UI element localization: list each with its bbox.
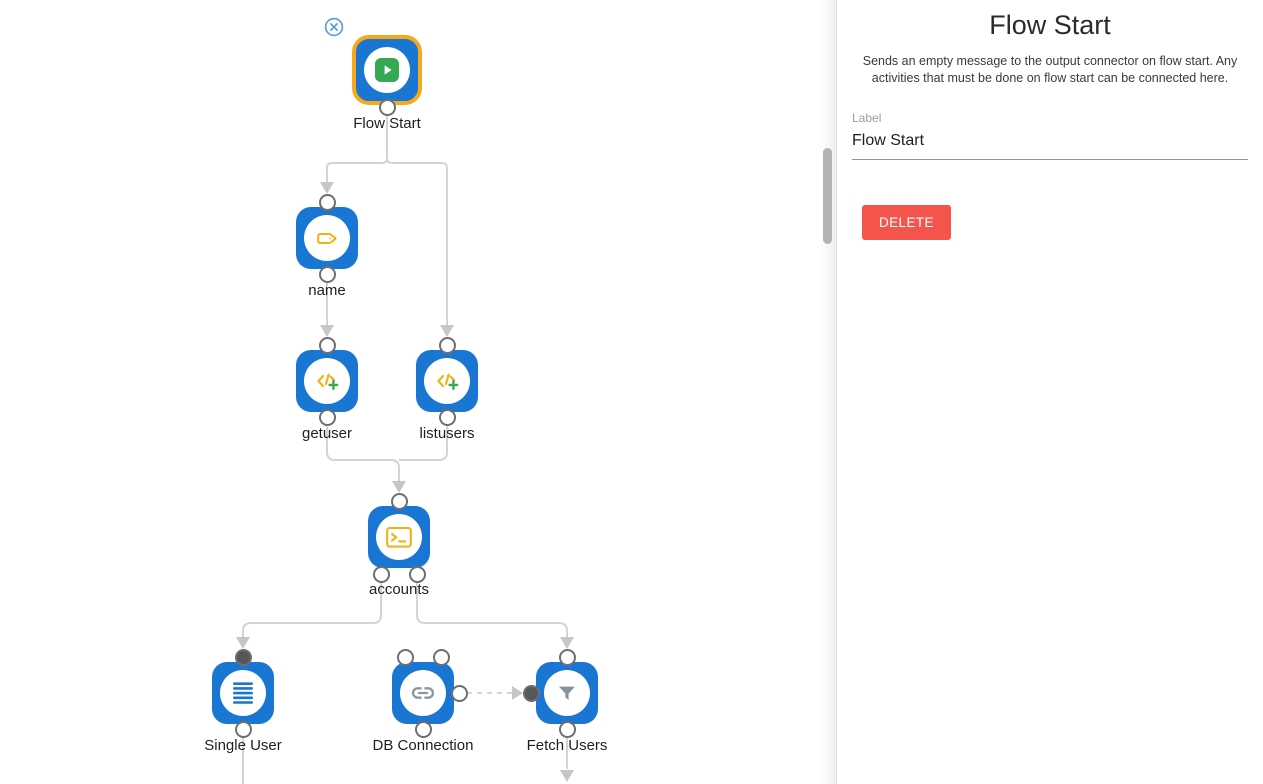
port-listusers-in[interactable] bbox=[438, 336, 456, 354]
delete-button[interactable]: DELETE bbox=[862, 205, 951, 240]
port-db-connection-in-2[interactable] bbox=[432, 648, 450, 666]
node-flow-start[interactable] bbox=[352, 35, 422, 105]
label-field-group: Label bbox=[852, 111, 1248, 160]
panel-title: Flow Start bbox=[989, 10, 1111, 40]
port-getuser-in[interactable] bbox=[318, 336, 336, 354]
edge-arrow-icon bbox=[512, 686, 523, 700]
edge-arrow-icon bbox=[440, 325, 454, 337]
port-db-connection-out[interactable] bbox=[450, 684, 468, 702]
port-name-in[interactable] bbox=[318, 193, 336, 211]
port-fetch-users-in-left[interactable] bbox=[522, 684, 540, 702]
edge-arrow-icon bbox=[392, 481, 406, 493]
flow-canvas[interactable]: Flow Start name bbox=[0, 0, 820, 784]
node-label: listusers bbox=[419, 425, 475, 442]
node-label: getuser bbox=[301, 425, 353, 442]
edge bbox=[326, 425, 400, 481]
port-flow-start-out[interactable] bbox=[378, 98, 396, 116]
filter-icon bbox=[559, 686, 575, 700]
node-getuser[interactable] bbox=[296, 350, 358, 412]
node-listusers[interactable] bbox=[416, 350, 478, 412]
port-name-out[interactable] bbox=[318, 265, 336, 283]
list-icon bbox=[233, 682, 253, 704]
port-getuser-out[interactable] bbox=[318, 408, 336, 426]
node-label: accounts bbox=[368, 581, 430, 598]
code-add-icon bbox=[437, 373, 459, 390]
edge bbox=[416, 582, 568, 637]
tag-icon bbox=[316, 232, 337, 244]
scrollbar-thumb[interactable] bbox=[823, 148, 832, 244]
node-label: Flow Start bbox=[353, 115, 421, 132]
edge-arrow-icon bbox=[236, 637, 250, 649]
port-listusers-out[interactable] bbox=[438, 408, 456, 426]
label-field-caption: Label bbox=[852, 111, 882, 125]
port-db-connection-bottom[interactable] bbox=[414, 720, 432, 738]
edge bbox=[399, 425, 448, 461]
node-name[interactable] bbox=[296, 207, 358, 269]
port-single-user-in[interactable] bbox=[234, 648, 252, 666]
port-accounts-out-2[interactable] bbox=[408, 565, 426, 583]
flow-edges bbox=[236, 115, 574, 784]
edge bbox=[386, 157, 448, 325]
port-accounts-in[interactable] bbox=[390, 492, 408, 510]
node-fetch-users[interactable] bbox=[536, 662, 598, 724]
edge-arrow-icon bbox=[320, 182, 334, 194]
node-label: name bbox=[308, 282, 346, 299]
port-fetch-users-in-top[interactable] bbox=[558, 648, 576, 666]
edge bbox=[242, 582, 382, 637]
edge-arrow-icon bbox=[320, 325, 334, 337]
deselect-node-button[interactable] bbox=[324, 17, 344, 37]
edge-arrow-icon bbox=[560, 637, 574, 649]
port-single-user-out[interactable] bbox=[234, 720, 252, 738]
node-description: Sends an empty message to the output con… bbox=[862, 54, 1238, 85]
vertical-scrollbar[interactable] bbox=[820, 0, 837, 784]
node-label: Single User bbox=[204, 737, 282, 754]
node-accounts[interactable] bbox=[368, 506, 430, 568]
code-add-icon bbox=[317, 373, 339, 390]
close-circle-icon bbox=[324, 17, 344, 37]
edge-arrow-icon bbox=[560, 770, 574, 782]
port-db-connection-in-1[interactable] bbox=[396, 648, 414, 666]
terminal-icon bbox=[386, 526, 412, 548]
properties-panel: Flow Start Sends an empty message to the… bbox=[837, 0, 1263, 784]
port-accounts-out-1[interactable] bbox=[372, 565, 390, 583]
play-icon bbox=[375, 58, 399, 82]
port-fetch-users-out[interactable] bbox=[558, 720, 576, 738]
node-label: Fetch Users bbox=[526, 737, 608, 754]
link-icon bbox=[411, 687, 435, 699]
node-single-user[interactable] bbox=[212, 662, 274, 724]
label-input[interactable] bbox=[852, 130, 1248, 160]
node-db-connection[interactable] bbox=[392, 662, 454, 724]
node-label: DB Connection bbox=[372, 737, 474, 754]
